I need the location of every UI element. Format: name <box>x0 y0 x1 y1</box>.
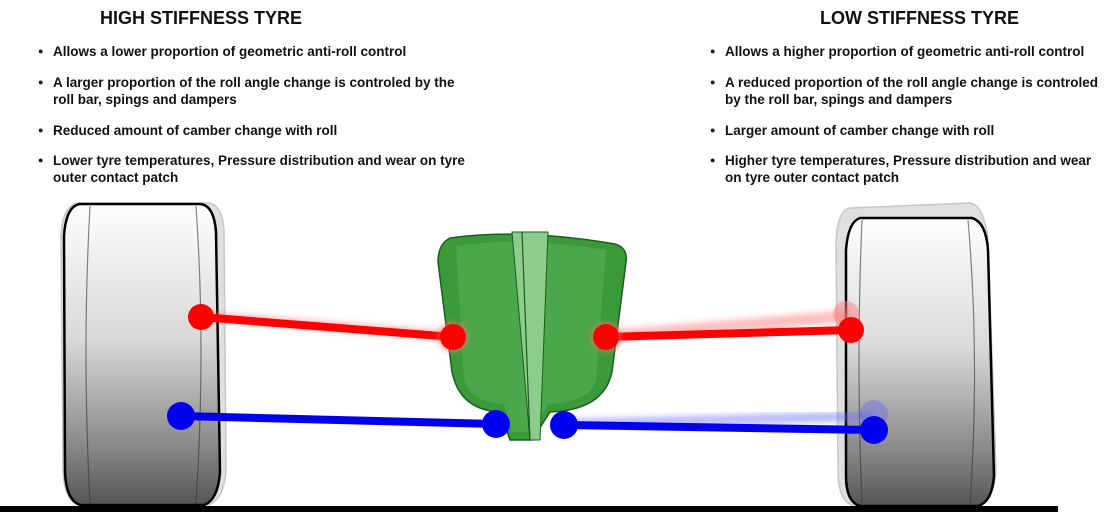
upper-inner-joint-left <box>440 324 466 350</box>
right-tyre <box>835 202 997 508</box>
high-stiffness-bullet: A larger proportion of the roll angle ch… <box>36 74 476 108</box>
low-stiffness-title: LOW STIFFNESS TYRE <box>820 8 1020 28</box>
chassis <box>437 231 628 441</box>
lower-outer-joint-right <box>860 416 888 444</box>
high-stiffness-bullet: Reduced amount of camber change with rol… <box>36 122 476 139</box>
ground-line <box>0 506 1058 512</box>
lower-inner-joint-left <box>482 410 510 438</box>
lower-wishbone-left <box>167 402 510 438</box>
left-tyre <box>60 202 227 507</box>
low-stiffness-bullet: A reduced proportion of the roll angle c… <box>708 74 1108 108</box>
lower-wishbone-right <box>550 400 888 444</box>
lower-outer-joint-left <box>167 402 195 430</box>
high-stiffness-bullet-list: Allows a lower proportion of geometric a… <box>36 43 476 186</box>
high-stiffness-bullet: Allows a lower proportion of geometric a… <box>36 43 476 60</box>
high-stiffness-panel: HIGH STIFFNESS TYRE Allows a lower propo… <box>36 8 476 200</box>
upper-outer-joint-right <box>838 317 864 343</box>
low-stiffness-panel: LOW STIFFNESS TYRE Allows a higher propo… <box>708 8 1108 200</box>
low-stiffness-bullet: Higher tyre temperatures, Pressure distr… <box>708 152 1108 186</box>
upper-wishbone-right <box>591 301 864 352</box>
low-stiffness-bullet-list: Allows a higher proportion of geometric … <box>708 43 1108 186</box>
high-stiffness-bullet: Lower tyre temperatures, Pressure distri… <box>36 152 476 186</box>
lower-inner-joint-right <box>550 411 578 439</box>
low-stiffness-bullet: Larger amount of camber change with roll <box>708 122 1108 139</box>
upper-wishbone-left <box>188 304 468 352</box>
upper-inner-joint-right <box>593 324 619 350</box>
low-stiffness-bullet: Allows a higher proportion of geometric … <box>708 43 1108 60</box>
high-stiffness-title: HIGH STIFFNESS TYRE <box>100 8 303 28</box>
upper-outer-joint-left <box>188 304 214 330</box>
